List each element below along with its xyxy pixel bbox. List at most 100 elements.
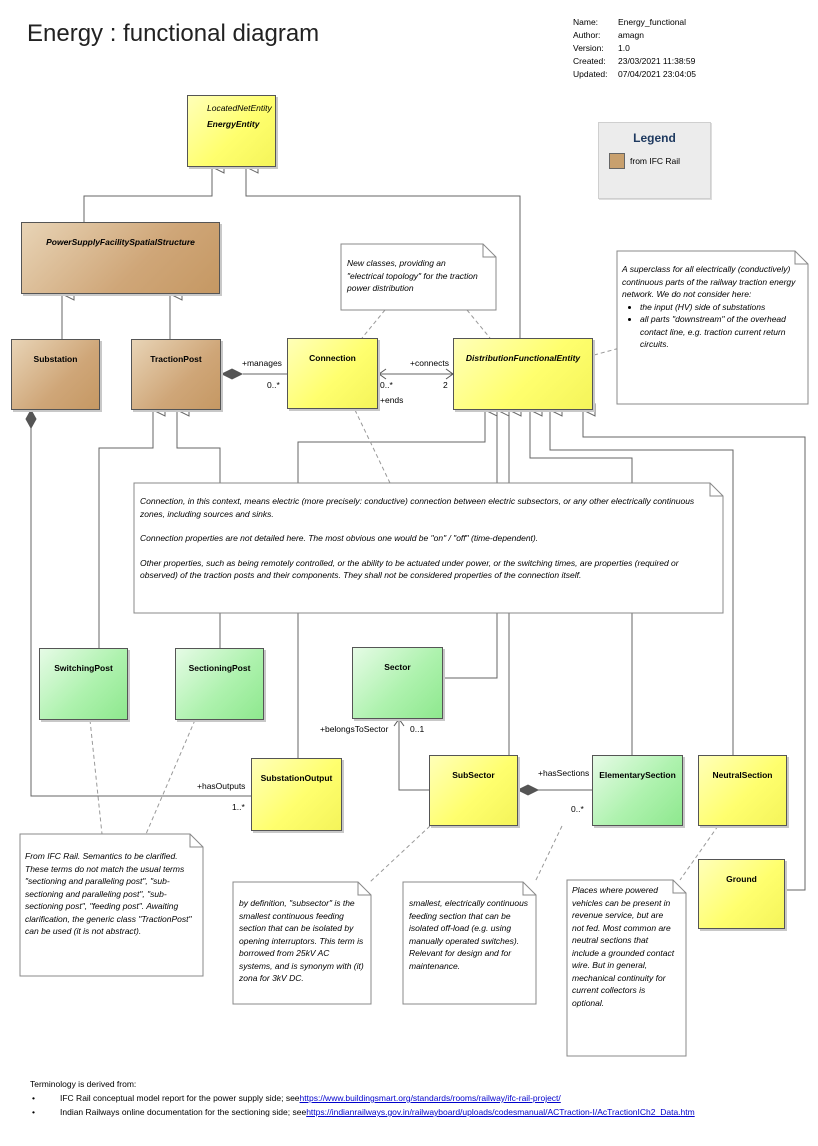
class-name: SectioningPost — [188, 663, 251, 673]
anchor-new-classes-connection — [361, 309, 386, 339]
note-superclass: A superclass for all electrically (condu… — [617, 259, 805, 355]
gen-neutral-to-dfe — [550, 410, 734, 755]
composition-diamond-substation — [25, 408, 37, 430]
footer-terminology: Terminology is derived from: • IFC Rail … — [30, 1077, 695, 1119]
footer-link-ifc-rail[interactable]: https://www.buildingsmart.org/standards/… — [299, 1093, 561, 1103]
role-belongs-to-sector: +belongsToSector — [320, 724, 389, 734]
footer-link-indian-railways[interactable]: https://indianrailways.gov.in/railwayboa… — [306, 1107, 695, 1117]
class-switching-post[interactable]: SwitchingPost — [39, 648, 128, 720]
note-new-classes: New classes, providing an "electrical to… — [347, 258, 478, 293]
legend-item-label: from IFC Rail — [630, 156, 681, 166]
anchor-superclass — [593, 347, 621, 356]
arrow-open-connection — [378, 368, 387, 380]
meta-key: Name: — [573, 17, 599, 27]
class-name: SubstationOutput — [260, 773, 333, 783]
footer-item-text: IFC Rail conceptual model report for the… — [60, 1093, 300, 1103]
role-ends: +ends — [380, 395, 404, 405]
class-name: ElementarySection — [599, 770, 676, 780]
class-substation[interactable]: Substation — [11, 339, 100, 410]
legend-swatch-ifc-rail — [609, 153, 625, 169]
class-sector[interactable]: Sector — [352, 647, 443, 719]
meta-key: Version: — [573, 42, 604, 53]
class-sectioning-post[interactable]: SectioningPost — [175, 648, 264, 720]
legend: Legend from IFC Rail — [598, 122, 711, 199]
multiplicity-manages: 0..* — [267, 380, 280, 390]
class-name: Connection — [309, 353, 356, 363]
class-name: Ground — [726, 874, 757, 884]
note-shape-elementary — [402, 881, 537, 1005]
multiplicity-has-outputs: 1..* — [232, 802, 245, 812]
arrow-open-sector — [393, 718, 405, 727]
meta-value: 23/03/2021 11:38:59 — [618, 55, 696, 66]
class-subsector[interactable]: SubSector — [429, 755, 518, 826]
class-power-supply-facility-spatial-structure[interactable]: PowerSupplyFacilitySpatialStructure — [21, 222, 220, 294]
role-connects: +connects — [410, 358, 449, 368]
meta-key: Updated: — [573, 68, 608, 79]
note-superclass-bullet: the input (HV) side of substations — [640, 301, 800, 314]
class-name: DistributionFunctionalEntity — [465, 353, 581, 363]
anchor-subsector-note — [369, 825, 431, 883]
meta-value: 07/04/2021 23:04:05 — [618, 68, 696, 79]
note-superclass-bullet: all parts "downstream" of the overhead c… — [640, 313, 800, 351]
anchor-elementary-note — [534, 825, 563, 883]
class-name: EnergyEntity — [207, 119, 260, 129]
class-traction-post[interactable]: TractionPost — [131, 339, 221, 410]
note-ifc-rail: From IFC Rail. Semantics to be clarified… — [25, 851, 192, 936]
note-shape-superclass — [616, 250, 809, 405]
class-name: SwitchingPost — [54, 663, 113, 673]
class-name: SubSector — [452, 770, 495, 780]
multiplicity-has-sections: 0..* — [571, 804, 584, 814]
meta-value: 1.0 — [618, 42, 630, 53]
note-shape-connection — [133, 482, 724, 614]
gen-switching-to-tp — [98, 410, 153, 648]
anchor-ifc-sectioning — [145, 719, 196, 835]
footer-item: • Indian Railways online documentation f… — [30, 1105, 695, 1119]
anchor-ifc-switching — [89, 719, 103, 835]
legend-title: Legend — [633, 131, 676, 145]
footer-item-text: Indian Railways online documentation for… — [60, 1107, 307, 1117]
note-shape-neutral — [566, 879, 687, 1057]
class-substation-output[interactable]: SubstationOutput — [251, 758, 342, 831]
note-connection-p1: Connection, in this context, means elect… — [140, 496, 695, 519]
meta-value: Energy_functional — [618, 17, 687, 27]
class-connection[interactable]: Connection — [287, 338, 378, 409]
note-superclass-intro: A superclass for all electrically (condu… — [622, 264, 796, 299]
meta-key: Created: — [573, 55, 606, 66]
role-has-outputs: +hasOutputs — [197, 781, 246, 791]
meta-key: Author: — [573, 29, 601, 40]
role-manages: +manages — [242, 358, 282, 368]
note-subsector: by definition, "subsector" is the smalle… — [239, 898, 364, 983]
class-distribution-functional-entity[interactable]: DistributionFunctionalEntity — [453, 338, 593, 410]
footer-item: • IFC Rail conceptual model report for t… — [30, 1091, 695, 1105]
composition-diamond-traction — [220, 368, 244, 380]
note-shape-new-classes — [340, 243, 497, 311]
class-ground[interactable]: Ground — [698, 859, 785, 929]
gen-ground-to-dfe — [583, 410, 806, 891]
class-energy-entity[interactable]: LocatedNetEntity EnergyEntity — [187, 95, 276, 167]
class-name: PowerSupplyFacilitySpatialStructure — [46, 237, 195, 247]
gen-pss-to-energy — [83, 167, 212, 222]
meta-value: amagn — [618, 29, 644, 40]
assoc-has-outputs — [30, 428, 251, 797]
multiplicity-ends: 0..* — [380, 380, 393, 390]
composition-diamond-subsector — [516, 784, 540, 796]
class-elementary-section[interactable]: ElementarySection — [592, 755, 683, 826]
stereotype-label: LocatedNetEntity — [207, 103, 272, 113]
multiplicity-connects: 2 — [443, 380, 448, 390]
footer-intro: Terminology is derived from: — [30, 1079, 137, 1089]
anchor-connection-note — [354, 409, 391, 484]
diagram-metadata: Name: Energy_functional Author: amagn Vers… — [573, 16, 696, 81]
note-neutral-section: Places where powered vehicles can be pre… — [572, 885, 675, 1008]
multiplicity-belongs-to-sector: 0..1 — [410, 724, 425, 734]
role-has-sections: +hasSections — [538, 768, 590, 778]
class-name: Sector — [384, 662, 411, 672]
note-shape-subsector — [232, 881, 372, 1005]
class-name: NeutralSection — [712, 770, 773, 780]
class-neutral-section[interactable]: NeutralSection — [698, 755, 787, 826]
class-name: Substation — [33, 354, 78, 364]
note-connection: Connection, in this context, means elect… — [134, 491, 723, 586]
bullet: • — [32, 1107, 35, 1117]
gen-dfe-to-energy — [246, 167, 521, 338]
note-shape-ifc — [19, 833, 204, 977]
